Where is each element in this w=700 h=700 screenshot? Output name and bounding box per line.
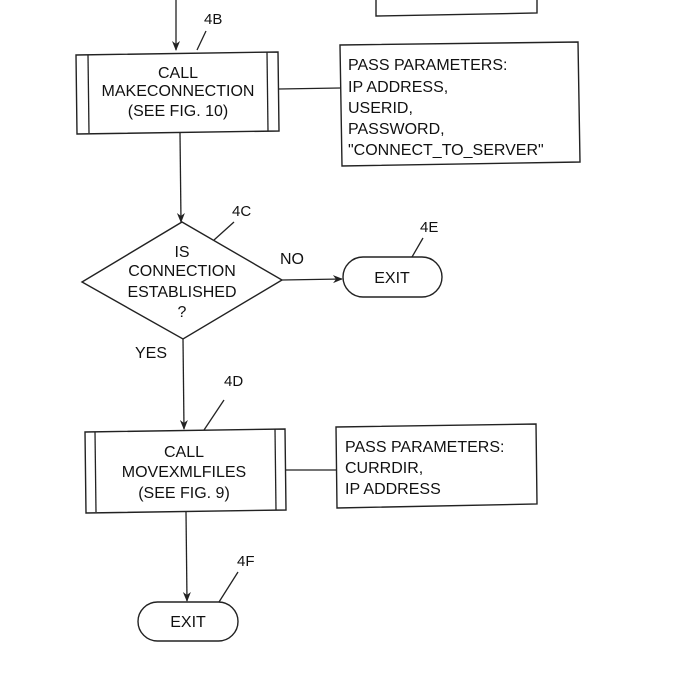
terminal-exit-no: EXIT bbox=[342, 256, 443, 298]
params-movexmlfiles-line-3: IP ADDRESS bbox=[345, 481, 441, 498]
connector-makeconnection-params bbox=[278, 87, 341, 90]
arrow-no-to-exit bbox=[281, 275, 343, 284]
makeconnection-line-2: MAKECONNECTION bbox=[102, 83, 255, 100]
makeconnection-line-3: (SEE FIG. 10) bbox=[128, 103, 228, 120]
ref-label-4d: 4D bbox=[224, 373, 243, 390]
decision-line-4: ? bbox=[178, 304, 187, 321]
params-movexmlfiles-box: PASS PARAMETERS: CURRDIR, IP ADDRESS bbox=[335, 423, 538, 509]
decision-line-3: ESTABLISHED bbox=[127, 284, 236, 301]
terminal-exit-final: EXIT bbox=[137, 601, 239, 642]
ref-leader-4d bbox=[203, 399, 225, 431]
arrow-into-decision bbox=[176, 132, 185, 223]
decision-line-1: IS bbox=[174, 244, 189, 261]
edge-label-yes: YES bbox=[135, 345, 167, 362]
ref-label-4b: 4B bbox=[204, 11, 222, 28]
decision-connection-established: IS CONNECTION ESTABLISHED ? bbox=[80, 221, 284, 340]
ref-leader-4f bbox=[218, 571, 239, 603]
params-makeconnection-line-4: PASSWORD, bbox=[348, 121, 445, 138]
params-movexmlfiles-line-1: PASS PARAMETERS: bbox=[345, 439, 504, 456]
params-makeconnection-line-5: "CONNECT_TO_SERVER" bbox=[348, 142, 544, 159]
arrow-into-final-exit bbox=[182, 511, 191, 602]
params-makeconnection-box: PASS PARAMETERS: IP ADDRESS, USERID, PAS… bbox=[339, 41, 581, 167]
params-makeconnection-line-1: PASS PARAMETERS: bbox=[348, 57, 507, 74]
ref-leader-4e bbox=[411, 237, 424, 258]
ref-leader-4b bbox=[196, 30, 207, 51]
ref-label-4f: 4F bbox=[237, 553, 255, 570]
params-makeconnection-line-3: USERID, bbox=[348, 100, 413, 117]
ref-leader-4c bbox=[213, 221, 235, 241]
edge-label-no: NO bbox=[280, 251, 304, 268]
ref-label-4c: 4C bbox=[232, 203, 251, 220]
arrow-yes-to-movexmlfiles bbox=[179, 338, 188, 430]
movexmlfiles-line-1: CALL bbox=[164, 444, 204, 461]
movexmlfiles-line-3: (SEE FIG. 9) bbox=[138, 485, 230, 502]
params-movexmlfiles-line-2: CURRDIR, bbox=[345, 460, 423, 477]
previous-step-box bbox=[375, 0, 538, 17]
makeconnection-line-1: CALL bbox=[158, 65, 198, 82]
movexmlfiles-line-2: MOVEXMLFILES bbox=[122, 464, 246, 481]
exit-no-label: EXIT bbox=[374, 270, 410, 287]
decision-line-2: CONNECTION bbox=[128, 263, 236, 280]
exit-final-label: EXIT bbox=[170, 614, 206, 631]
params-makeconnection-line-2: IP ADDRESS, bbox=[348, 79, 448, 96]
process-call-makeconnection: CALL MAKECONNECTION (SEE FIG. 10) bbox=[75, 51, 280, 135]
process-call-movexmlfiles: CALL MOVEXMLFILES (SEE FIG. 9) bbox=[84, 428, 287, 514]
ref-label-4e: 4E bbox=[420, 219, 438, 236]
